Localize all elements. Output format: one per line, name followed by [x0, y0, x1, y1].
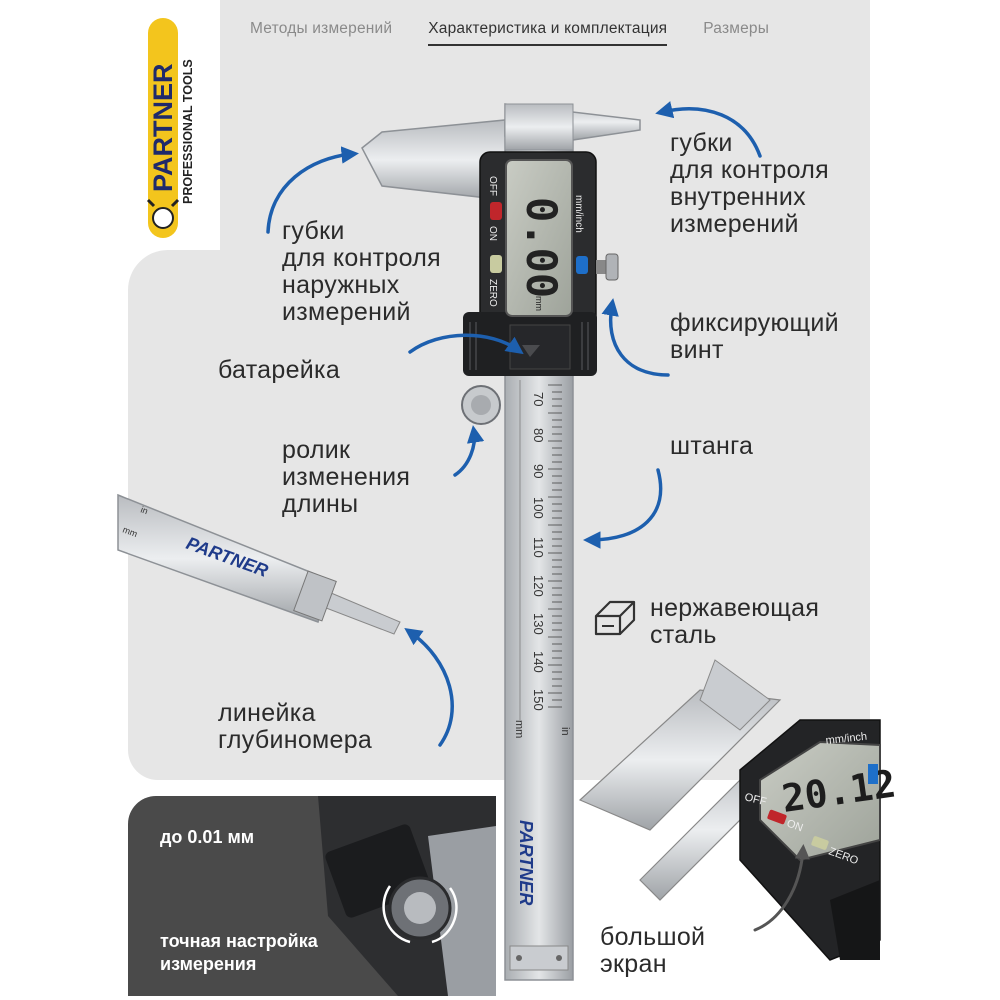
zoom-zero-label: ZERO: [827, 846, 860, 868]
zoom-off-label: OFF: [743, 791, 768, 808]
arrow-screen: [753, 844, 810, 932]
tab-bar: Методы измерений Характеристика и компле…: [250, 20, 769, 46]
tab-specs-and-kit[interactable]: Характеристика и комплектация: [428, 20, 668, 46]
steel-bar-icon: [594, 600, 636, 636]
logo-tagline-text: PROFESSIONAL TOOLS: [181, 59, 195, 204]
logo-brand-text: PARTNER: [148, 63, 178, 192]
precision-value: до 0.01 мм: [160, 827, 255, 847]
label-battery: батарейка: [218, 356, 341, 384]
zoom-on-label: ON: [785, 818, 805, 835]
tab-dimensions[interactable]: Размеры: [703, 20, 770, 37]
partner-logo: PARTNER PROFESSIONAL TOOLS: [146, 18, 195, 238]
tab-measurement-methods[interactable]: Методы измерений: [250, 20, 393, 37]
ruler-brand-text: PARTNER: [516, 820, 536, 905]
precision-roller-photo: [318, 796, 496, 996]
label-beam: штанга: [670, 432, 754, 460]
